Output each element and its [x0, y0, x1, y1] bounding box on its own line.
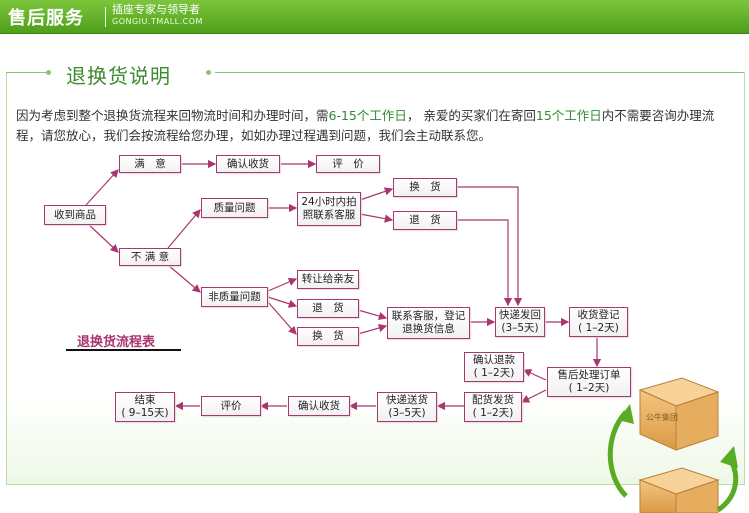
flow-node-satisfied: 满 意 [119, 155, 181, 173]
section-dot-left [46, 70, 51, 75]
flow-node-transfer: 转让给亲友 [297, 270, 359, 289]
flow-node-confirm-receipt: 确认收货 [216, 155, 280, 173]
flow-node-delivery: 快递送货 (3–5天) [377, 392, 437, 422]
flow-node-finish: 结束 ( 9–15天) [115, 392, 175, 422]
flow-node-non-quality: 非质量问题 [201, 287, 268, 307]
flow-node-process-order: 售后处理订单 ( 1–2天) [547, 367, 631, 397]
header-site-url[interactable]: GONGIU.TMALL.COM [112, 17, 203, 26]
header-divider [105, 7, 106, 27]
flow-node-review-final: 评价 [201, 396, 261, 416]
box-label: 公牛集团 [646, 412, 678, 422]
arrow-head-icon [618, 404, 634, 424]
intro-part: ， 亲爱的买家们在寄回 [406, 108, 536, 123]
section-dot-right [206, 70, 211, 75]
flow-node-exchange: 换 货 [393, 178, 457, 197]
header-subtitle: 插座专家与领导者 [112, 3, 200, 16]
flowchart-title-underline [66, 349, 181, 351]
intro-highlight-days: 15个工作日 [535, 108, 602, 123]
arrow-head-icon [720, 446, 738, 468]
package-return-graphic: 公牛集团 [607, 377, 739, 513]
flow-node-ship-back: 快递发回 (3–5天) [495, 307, 545, 337]
flow-node-received: 收到商品 [44, 205, 106, 225]
section-rule-left [6, 72, 48, 73]
flow-node-photo-contact: 24小时内拍 照联系客服 [297, 192, 361, 226]
flow-node-register: 收货登记 ( 1–2天) [569, 307, 628, 337]
flow-node-quality-issue: 质量问题 [201, 198, 268, 218]
flow-node-confirm-refund: 确认退款 ( 1–2天) [464, 352, 524, 382]
left-cycle-arrow [607, 410, 628, 498]
flow-node-review: 评 价 [316, 155, 380, 173]
flow-node-return: 退 货 [393, 211, 457, 230]
flow-node-exchange-nq: 换 货 [297, 327, 359, 346]
intro-text: 因为考虑到整个退换货流程来回物流时间和办理时间，需6-15个工作日， 亲爱的买家… [16, 106, 731, 146]
flow-node-contact-service: 联系客服，登记 退换货信息 [387, 307, 470, 339]
header-bar: 售后服务 插座专家与领导者 GONGIU.TMALL.COM [0, 0, 749, 34]
header-title: 售后服务 [8, 8, 84, 29]
flow-node-dispatch: 配货发货 ( 1–2天) [464, 392, 522, 422]
intro-highlight-days: 6-15个工作日 [328, 108, 407, 123]
intro-part: 内不需要咨询办理流程，请您放心，我们会按流程给您办理，如如办理过程遇到问题，我们… [16, 108, 715, 143]
flow-node-confirm-receipt-final: 确认收货 [288, 396, 350, 416]
intro-part: 因为考虑到整个退换货流程来回物流时间和办理时间，需 [16, 108, 329, 123]
flow-node-return-nq: 退 货 [297, 299, 359, 318]
flowchart-title: 退换货流程表 [77, 335, 156, 350]
flow-node-unsatisfied: 不 满 意 [119, 248, 181, 266]
section-title: 退换货说明 [66, 64, 171, 88]
section-rule-right [215, 72, 744, 73]
